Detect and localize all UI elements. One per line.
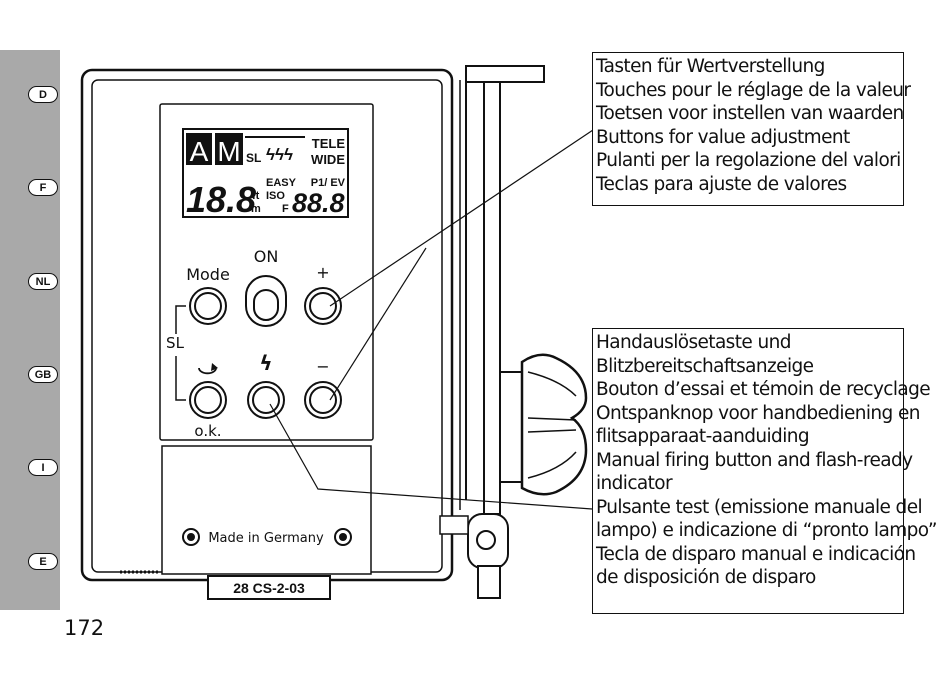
callout-line: Blitzbereitschaftsanzeige bbox=[596, 355, 814, 377]
screw-icon bbox=[182, 528, 200, 546]
lcd-mode-m-box bbox=[215, 133, 243, 165]
lang-badge-d: D bbox=[28, 86, 58, 103]
callout-line: Tasten für Wertverstellung bbox=[596, 56, 825, 77]
model-plate bbox=[207, 575, 331, 600]
lcd-unit-ft: ft bbox=[252, 190, 260, 202]
callout-line: Touches pour le réglage de la valeur bbox=[596, 79, 911, 101]
lcd-unit-m: m bbox=[251, 203, 261, 215]
callout-line: Pulanti per la regolazione del valori bbox=[596, 150, 901, 171]
lcd-iso: ISO bbox=[266, 190, 285, 202]
ok-button[interactable] bbox=[189, 381, 227, 419]
callout-line: Bouton d’essai et témoin de recyclage bbox=[596, 379, 931, 400]
lang-badge-gb: GB bbox=[28, 366, 58, 383]
callout-value-buttons: Tasten für Wertverstellung Touches pour … bbox=[592, 52, 911, 206]
callout-line: Tecla de disparo manual e indicación bbox=[596, 543, 916, 565]
rotate-arrow-icon bbox=[198, 363, 218, 375]
sl-label: SL bbox=[166, 334, 185, 352]
bracket-top bbox=[465, 65, 545, 83]
lang-badge-e: E bbox=[28, 553, 58, 570]
on-switch[interactable] bbox=[245, 275, 287, 327]
callout-line: de disposición de disparo bbox=[596, 567, 816, 588]
lcd-wide: WIDE bbox=[311, 152, 345, 167]
callout-line: Teclas para ajuste de valores bbox=[596, 173, 847, 195]
battery-compartment bbox=[161, 445, 372, 575]
lcd-mode-m: M bbox=[217, 136, 240, 167]
screw-icon bbox=[334, 528, 352, 546]
page-number: 172 bbox=[64, 616, 105, 640]
callout-line: lampo) e indicazione di “pronto lampo” bbox=[596, 520, 937, 541]
callout-line: Buttons for value adjustment bbox=[596, 126, 850, 148]
language-sidebar: D F NL GB I E bbox=[0, 50, 60, 610]
locking-knob[interactable] bbox=[499, 353, 588, 496]
lcd-mode-a-box bbox=[186, 133, 212, 165]
made-in-germany-label: Made in Germany bbox=[208, 531, 324, 546]
lang-badge-i: I bbox=[28, 459, 58, 476]
on-label: ON bbox=[254, 247, 279, 266]
leader-line-flash bbox=[269, 403, 593, 510]
callout-line: Handauslösetaste und bbox=[596, 332, 791, 353]
lcd-p-ev: P1/ EV bbox=[311, 177, 346, 189]
callout-line: Pulsante test (emissione manuale del bbox=[596, 496, 923, 518]
callout-line: indicator bbox=[596, 473, 673, 494]
plus-label: + bbox=[316, 263, 329, 282]
callout-line: flitsapparaat-aanduiding bbox=[596, 426, 810, 447]
bracket-rail bbox=[483, 81, 501, 515]
callout-line: Toetsen voor instellen van waarden bbox=[596, 103, 904, 124]
leader-line-plus bbox=[329, 127, 597, 307]
lcd-value-right: 88.8 bbox=[292, 188, 345, 218]
callout-manual-firing: Handauslösetaste und Blitzbereitschaftsa… bbox=[592, 328, 937, 614]
callout-line: Ontspanknop voor handbediening en bbox=[596, 402, 920, 424]
lcd-tele: TELE bbox=[312, 136, 346, 151]
lcd-mode-a: A bbox=[190, 136, 209, 167]
lcd-sl: SL bbox=[246, 151, 261, 165]
minus-label: − bbox=[316, 357, 329, 376]
minus-button[interactable] bbox=[304, 381, 342, 419]
leader-line-minus bbox=[329, 247, 427, 401]
lcd-f: F bbox=[282, 203, 289, 215]
plus-button[interactable] bbox=[304, 287, 342, 325]
mode-button[interactable] bbox=[189, 287, 227, 325]
bracket-pivot bbox=[476, 530, 496, 550]
bracket-joint bbox=[439, 515, 469, 535]
lcd-flash-symbols: ϟϟϟ bbox=[266, 145, 293, 164]
ok-label: o.k. bbox=[194, 422, 221, 440]
lcd-easy: EASY bbox=[266, 177, 297, 189]
lang-badge-nl: NL bbox=[28, 273, 58, 290]
sl-bracket bbox=[175, 305, 186, 401]
bracket-foot bbox=[477, 565, 501, 599]
callout-line: Manual firing button and flash-ready bbox=[596, 449, 913, 471]
lang-badge-f: F bbox=[28, 179, 58, 196]
lcd-distance-value: 18.8 bbox=[186, 179, 256, 220]
mode-label: Mode bbox=[186, 265, 230, 284]
model-plate-text: 28 CS-2-03 bbox=[233, 580, 305, 596]
flash-test-button[interactable] bbox=[247, 381, 285, 419]
flash-label: ϟ bbox=[259, 351, 272, 375]
